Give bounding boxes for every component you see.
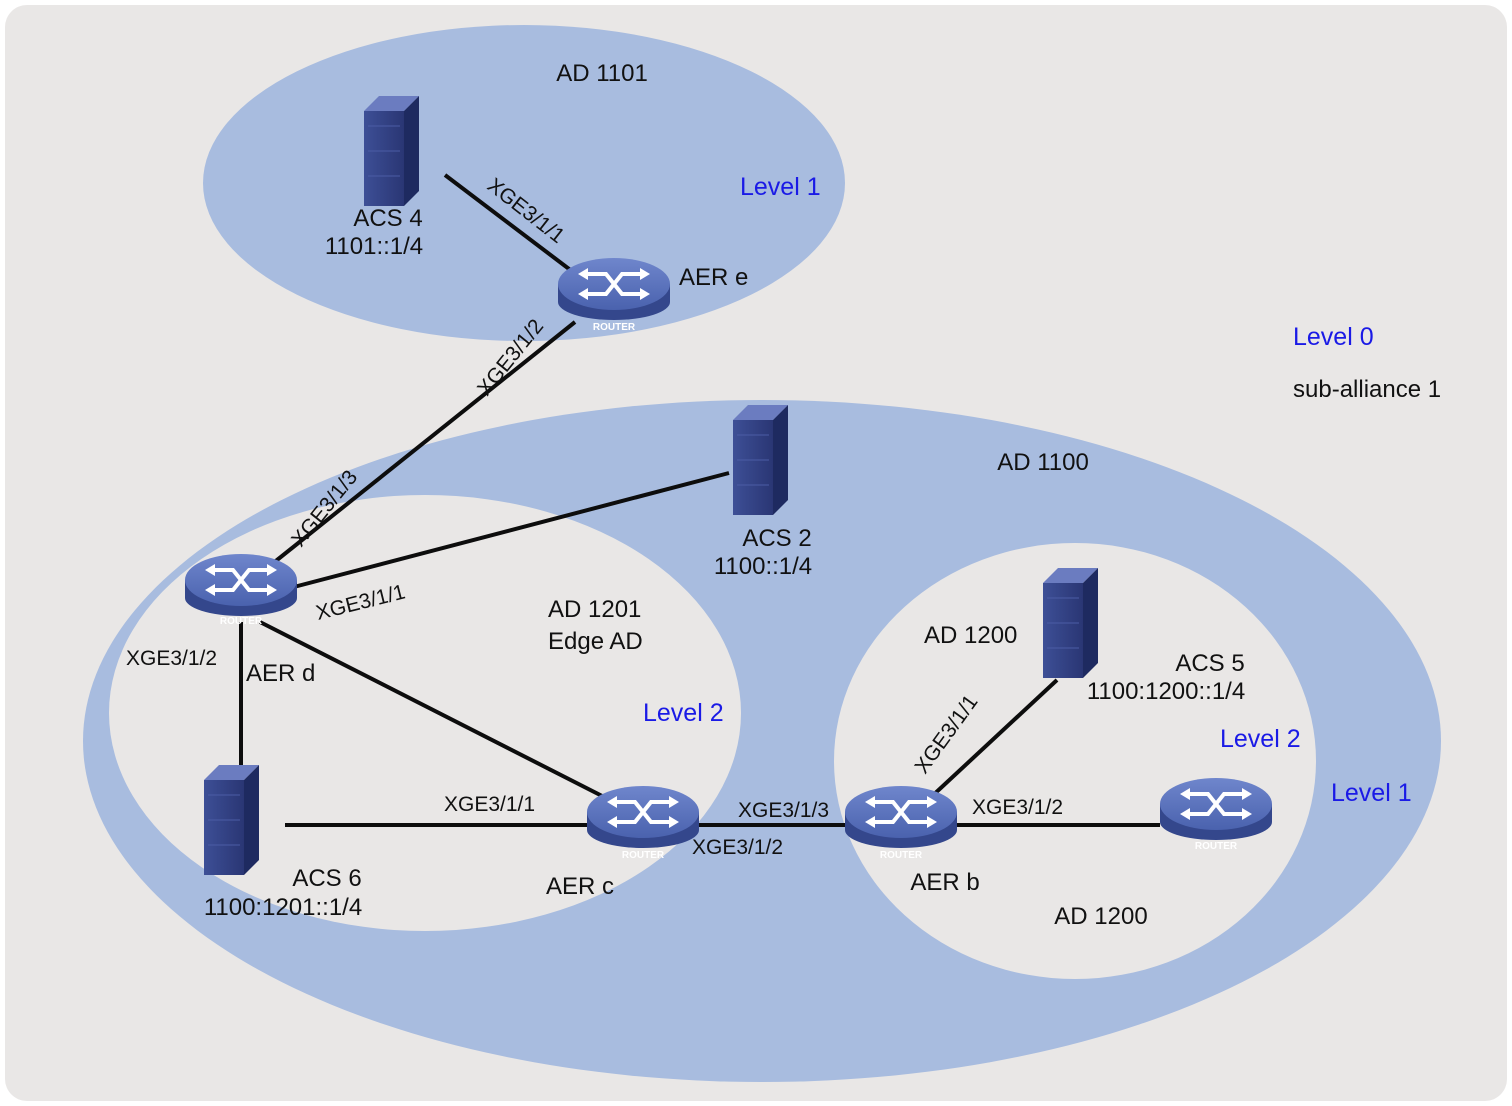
sub-alliance-label: sub-alliance 1 <box>1293 376 1441 403</box>
ad1100-level-label: Level 1 <box>1331 779 1412 807</box>
aer-e-name: AER e <box>679 264 748 291</box>
aer-c-name: AER c <box>546 873 614 900</box>
acs2-addr: 1100::1/4 <box>714 553 812 580</box>
port-acs6-aer-c: XGE3/1/1 <box>444 793 535 816</box>
aer-b-router-badge: ROUTER <box>880 850 923 861</box>
aer-d-router-icon[interactable]: ROUTER <box>183 552 299 627</box>
ad1101-region <box>203 25 845 341</box>
acs2-server-icon[interactable] <box>732 404 789 516</box>
link-aer-d-aer-c <box>259 620 611 802</box>
port-aer-b-aer-c: XGE3/1/3 <box>738 799 829 822</box>
ad1201-level-label: Level 2 <box>643 699 724 727</box>
edge-router-badge: ROUTER <box>1195 841 1238 852</box>
acs6-name: ACS 6 <box>292 865 361 892</box>
aer-b-router-icon[interactable]: ROUTER <box>843 784 959 861</box>
acs2-name: ACS 2 <box>742 525 811 552</box>
aer-c-router-badge: ROUTER <box>622 850 665 861</box>
port-aer-b-router: XGE3/1/2 <box>972 796 1063 819</box>
ad1101-level-label: Level 1 <box>740 173 821 201</box>
link-aer-e-aer-d <box>260 320 577 574</box>
link-acs4-aer-e <box>443 173 579 277</box>
port-aer-c-aer-b: XGE3/1/2 <box>692 836 783 859</box>
ad1100-label: AD 1100 <box>997 449 1089 476</box>
ad1101-label: AD 1101 <box>556 60 648 87</box>
ad1200-region <box>834 543 1316 979</box>
acs5-addr: 1100:1200::1/4 <box>1087 678 1245 705</box>
aer-e-router-badge: ROUTER <box>593 322 636 333</box>
acs4-server-icon[interactable] <box>363 95 420 207</box>
edge-router-icon[interactable]: ROUTER <box>1158 776 1274 852</box>
link-aer-d-acs2 <box>289 471 730 590</box>
aer-d-name: AER d <box>246 660 315 687</box>
links <box>239 173 1160 827</box>
acs4-name: ACS 4 <box>353 205 422 232</box>
aer-b-name: AER b <box>910 869 979 896</box>
ad1201-label: AD 1201 <box>548 596 641 623</box>
aer-e-router-icon[interactable]: ROUTER <box>556 256 672 333</box>
aer-d-router-badge: ROUTER <box>220 616 263 627</box>
acs5-server-icon[interactable] <box>1042 567 1099 679</box>
link-aer-b-acs5 <box>928 678 1059 800</box>
level0-label: Level 0 <box>1293 323 1374 351</box>
ad1200-top-label: AD 1200 <box>924 622 1017 649</box>
ad1201-subtitle: Edge AD <box>548 628 643 655</box>
acs6-server-icon[interactable] <box>203 764 260 876</box>
aer-c-router-icon[interactable]: ROUTER <box>585 784 701 861</box>
acs5-name: ACS 5 <box>1175 650 1244 677</box>
ad1200-bottom-label: AD 1200 <box>1054 903 1147 930</box>
acs4-addr: 1101::1/4 <box>325 233 423 260</box>
ad1200-level-label: Level 2 <box>1220 725 1301 753</box>
acs6-addr: 1100:1201::1/4 <box>204 894 362 921</box>
port-aer-d-acs6: XGE3/1/2 <box>126 647 217 670</box>
